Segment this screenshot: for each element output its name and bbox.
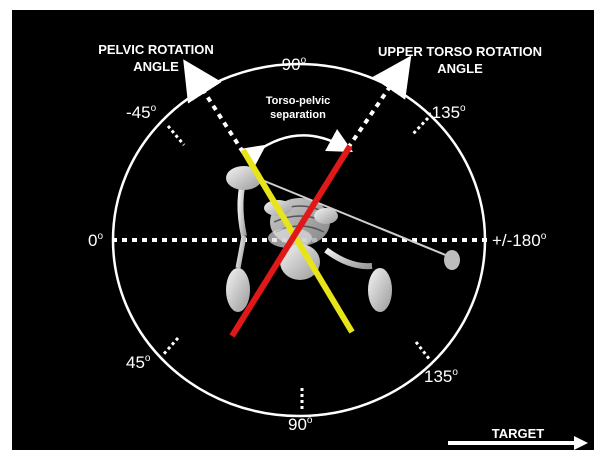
pelvic-rotation-label: PELVIC ROTATION [98, 42, 214, 57]
angle-label-neg90: -90o [276, 55, 307, 74]
angle-label-0: 0o [88, 231, 103, 250]
club-head [444, 250, 460, 270]
torso-angle-label: ANGLE [437, 61, 483, 76]
angle-label-neg45: -45o [126, 103, 157, 122]
svg-text:135o: 135o [424, 367, 458, 386]
separation-label-1: Torso-pelvic [266, 95, 331, 107]
svg-text:90o: 90o [288, 415, 313, 434]
svg-text:-135o: -135o [426, 103, 466, 122]
pelvic-angle-label: ANGLE [133, 59, 179, 74]
target-arrow-icon [448, 436, 588, 450]
angle-label-45: 45o [126, 353, 151, 372]
angle-label-pm180: +/-180o [492, 231, 547, 250]
torso-line [229, 144, 353, 338]
svg-text:+/-180o: +/-180o [492, 231, 547, 250]
tick-45 [160, 337, 180, 357]
tick-135 [414, 341, 432, 361]
svg-text:-90o: -90o [276, 55, 307, 74]
angle-label-135: 135o [424, 367, 458, 386]
angle-label-90: 90o [288, 415, 313, 434]
angle-label-neg135: -135o [426, 103, 466, 122]
separation-arc-arrow [238, 129, 353, 170]
target-label: TARGET [492, 426, 545, 441]
golf-club [261, 179, 449, 257]
torso-rotation-label: UPPER TORSO ROTATION [378, 44, 542, 59]
pelvis-line [240, 148, 355, 334]
separation-label-2: separation [270, 109, 326, 121]
tick-neg135 [410, 116, 430, 137]
svg-text:0o: 0o [88, 231, 103, 250]
svg-text:45o: 45o [126, 353, 151, 372]
tick-neg45 [166, 125, 186, 146]
svg-text:-45o: -45o [126, 103, 157, 122]
